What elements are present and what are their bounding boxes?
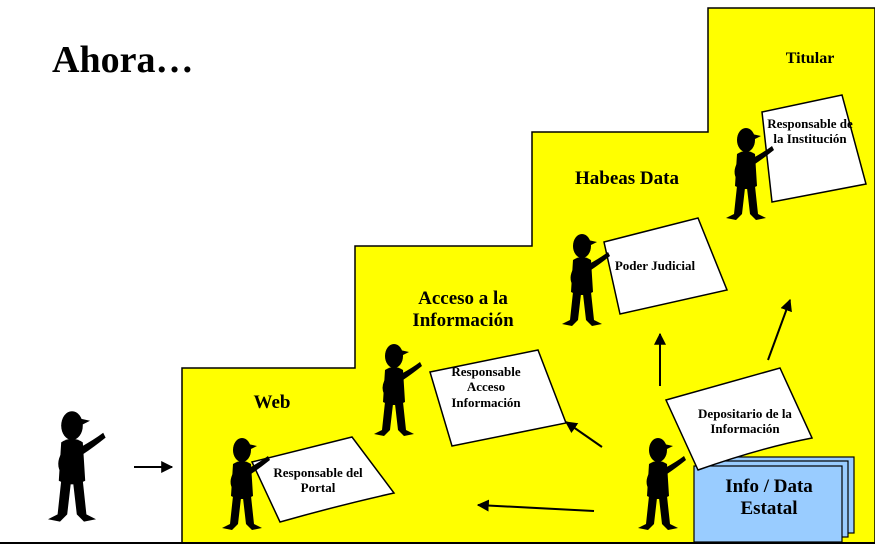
paper-judicial [603, 217, 729, 315]
paper-label-acceso: Responsable Acceso Información [451, 364, 521, 410]
paper-portal [250, 436, 396, 523]
paper-label-judicial: Poder Judicial [614, 258, 696, 273]
person-figure-outside [48, 411, 106, 522]
info-box [693, 465, 843, 543]
step-label-acceso: Acceso a la Información [412, 288, 514, 332]
paper-label-depositario: Depositario de la Información [698, 406, 792, 437]
step-label-habeas: Habeas Data [575, 168, 679, 189]
step-label-titular: Titular [785, 50, 835, 67]
step-label-web: Web [253, 392, 291, 413]
paper-label-institucion: Responsable de la Institución [767, 116, 853, 147]
info-box-label: Info / Data Estatal [725, 476, 813, 520]
arrow-to-institucion [767, 298, 792, 361]
paper-institucion [761, 94, 867, 203]
arrow-to-acceso [565, 421, 603, 448]
paper-depositario [664, 367, 814, 471]
arrow-to-portal [476, 499, 595, 512]
paper-label-portal: Responsable del Portal [273, 465, 363, 496]
page-title: Ahora… [52, 39, 194, 81]
